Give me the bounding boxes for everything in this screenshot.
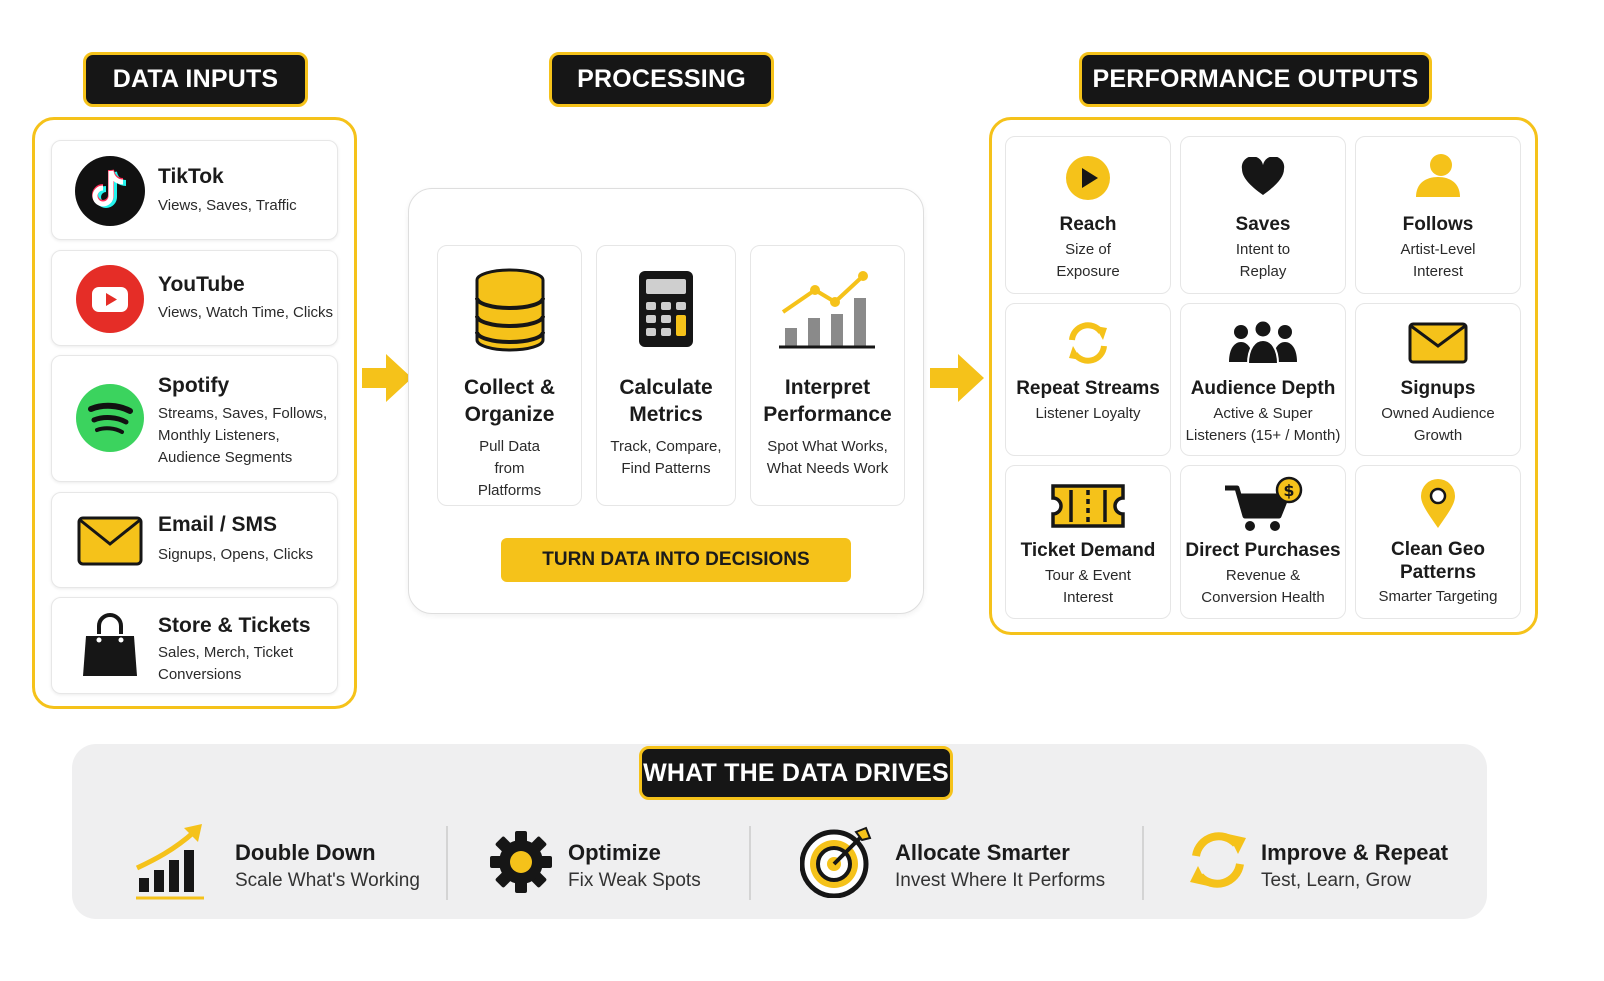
- drive-desc: Invest Where It Performs: [895, 870, 1106, 891]
- output-desc: Listener Loyalty: [1035, 405, 1141, 422]
- ticket-icon: [1006, 482, 1170, 530]
- input-title: TikTok: [158, 165, 224, 188]
- output-title: Reach: [1059, 214, 1117, 235]
- what-the-data-drives-header: WHAT THE DATA DRIVES: [639, 746, 953, 800]
- envelope-icon: [74, 505, 146, 577]
- output-card-direct-purchases: $ Direct Purchases Revenue & Conversion …: [1180, 465, 1346, 619]
- drive-desc: Scale What's Working: [235, 870, 420, 891]
- trend-chart-icon: [751, 268, 904, 352]
- input-card-youtube: YouTube Views, Watch Time, Clicks: [51, 250, 338, 346]
- output-card-saves: Saves Intent to Replay: [1180, 136, 1346, 294]
- spotify-icon: [74, 382, 146, 454]
- divider: [446, 826, 448, 900]
- output-desc: Artist-Level Interest: [1400, 241, 1476, 280]
- output-card-reach: Reach Size of Exposure: [1005, 136, 1171, 294]
- turn-data-into-decisions-banner: TURN DATA INTO DECISIONS: [501, 538, 851, 582]
- output-title: Follows: [1402, 214, 1474, 235]
- drive-double-down: Double Down Scale What's Working: [134, 818, 434, 908]
- envelope-icon: [1356, 322, 1520, 364]
- drive-desc: Fix Weak Spots: [568, 870, 701, 891]
- divider: [1142, 826, 1144, 900]
- input-card-spotify: Spotify Streams, Saves, Follows, Monthly…: [51, 355, 338, 482]
- tiktok-icon: [74, 155, 146, 227]
- output-title: Saves: [1235, 214, 1291, 235]
- drive-allocate-smarter: Allocate Smarter Invest Where It Perform…: [799, 818, 1130, 908]
- flow-arrow-right-icon: [362, 354, 412, 402]
- performance-outputs-header: PERFORMANCE OUTPUTS: [1079, 52, 1432, 107]
- youtube-icon: [74, 263, 146, 335]
- data-inputs-header: DATA INPUTS: [83, 52, 308, 107]
- output-title: Clean Geo Patterns: [1391, 539, 1485, 583]
- output-card-repeat-streams: Repeat Streams Listener Loyalty: [1005, 303, 1171, 456]
- process-step-title: Collect & Organize: [463, 376, 555, 426]
- output-title: Signups: [1400, 378, 1476, 399]
- input-card-tiktok: TikTok Views, Saves, Traffic: [51, 140, 338, 240]
- process-step-calculate: Calculate Metrics Track, Compare, Find P…: [596, 245, 736, 506]
- play-icon: [1006, 155, 1170, 201]
- output-desc: Intent to Replay: [1235, 241, 1291, 280]
- output-desc: Smarter Targeting: [1378, 588, 1498, 605]
- repeat-icon: [1006, 320, 1170, 366]
- output-card-follows: Follows Artist-Level Interest: [1355, 136, 1521, 294]
- output-desc: Tour & Event Interest: [1045, 567, 1131, 606]
- output-desc: Revenue & Conversion Health: [1201, 567, 1325, 606]
- process-step-interpret: Interpret Performance Spot What Works, W…: [750, 245, 905, 506]
- input-title: Email / SMS: [158, 513, 278, 536]
- process-step-desc: Spot What Works, What Needs Work: [766, 438, 889, 477]
- output-card-audience-depth: Audience Depth Active & Super Listeners …: [1180, 303, 1346, 456]
- growth-chart-icon: [134, 822, 206, 907]
- drive-desc: Test, Learn, Grow: [1261, 870, 1411, 891]
- refresh-icon: [1186, 828, 1250, 897]
- output-desc: Size of Exposure: [1056, 241, 1120, 280]
- drive-title: Allocate Smarter: [895, 840, 1070, 865]
- input-card-store-tickets: Store & Tickets Sales, Merch, Ticket Con…: [51, 597, 338, 694]
- output-desc: Owned Audience Growth: [1381, 405, 1495, 444]
- shopping-bag-icon: [74, 610, 146, 682]
- drive-title: Double Down: [235, 840, 376, 865]
- process-step-collect: Collect & Organize Pull Data from Platfo…: [437, 245, 582, 506]
- input-title: Spotify: [158, 374, 230, 397]
- process-step-title: Calculate Metrics: [619, 376, 713, 426]
- gear-icon: [489, 830, 553, 899]
- person-icon: [1356, 153, 1520, 199]
- output-card-clean-geo-patterns: Clean Geo Patterns Smarter Targeting: [1355, 465, 1521, 619]
- output-title: Repeat Streams: [1016, 378, 1160, 399]
- input-desc: Views, Watch Time, Clicks: [158, 304, 334, 321]
- input-card-email-sms: Email / SMS Signups, Opens, Clicks: [51, 492, 338, 588]
- input-desc: Views, Saves, Traffic: [158, 197, 297, 214]
- process-step-desc: Pull Data from Platforms: [477, 438, 542, 499]
- output-card-signups: Signups Owned Audience Growth: [1355, 303, 1521, 456]
- process-step-desc: Track, Compare, Find Patterns: [610, 438, 722, 477]
- input-title: Store & Tickets: [158, 614, 311, 637]
- input-title: YouTube: [158, 273, 245, 296]
- drive-optimize: Optimize Fix Weak Spots: [489, 818, 729, 908]
- drive-improve-repeat: Improve & Repeat Test, Learn, Grow: [1186, 818, 1466, 908]
- database-icon: [438, 268, 581, 352]
- output-title: Ticket Demand: [1020, 540, 1156, 561]
- flow-arrow-right-icon: [930, 354, 984, 402]
- input-desc: Sales, Merch, Ticket Conversions: [158, 644, 294, 683]
- divider: [749, 826, 751, 900]
- output-desc: Active & Super Listeners (15+ / Month): [1185, 405, 1341, 444]
- processing-header: PROCESSING: [549, 52, 774, 107]
- calculator-icon: [597, 270, 735, 348]
- cart-icon: $: [1181, 476, 1345, 532]
- map-pin-icon: [1356, 478, 1520, 530]
- drive-title: Improve & Repeat: [1261, 840, 1449, 865]
- input-desc: Streams, Saves, Follows, Monthly Listene…: [158, 405, 328, 466]
- input-desc: Signups, Opens, Clicks: [158, 546, 314, 563]
- target-icon: [799, 826, 872, 903]
- output-card-ticket-demand: Ticket Demand Tour & Event Interest: [1005, 465, 1171, 619]
- output-title: Audience Depth: [1190, 378, 1336, 399]
- drive-title: Optimize: [568, 840, 661, 865]
- svg-text:$: $: [1283, 481, 1294, 500]
- heart-icon: [1181, 157, 1345, 197]
- process-step-title: Interpret Performance: [763, 376, 892, 426]
- output-title: Direct Purchases: [1185, 540, 1341, 561]
- group-icon: [1181, 320, 1345, 364]
